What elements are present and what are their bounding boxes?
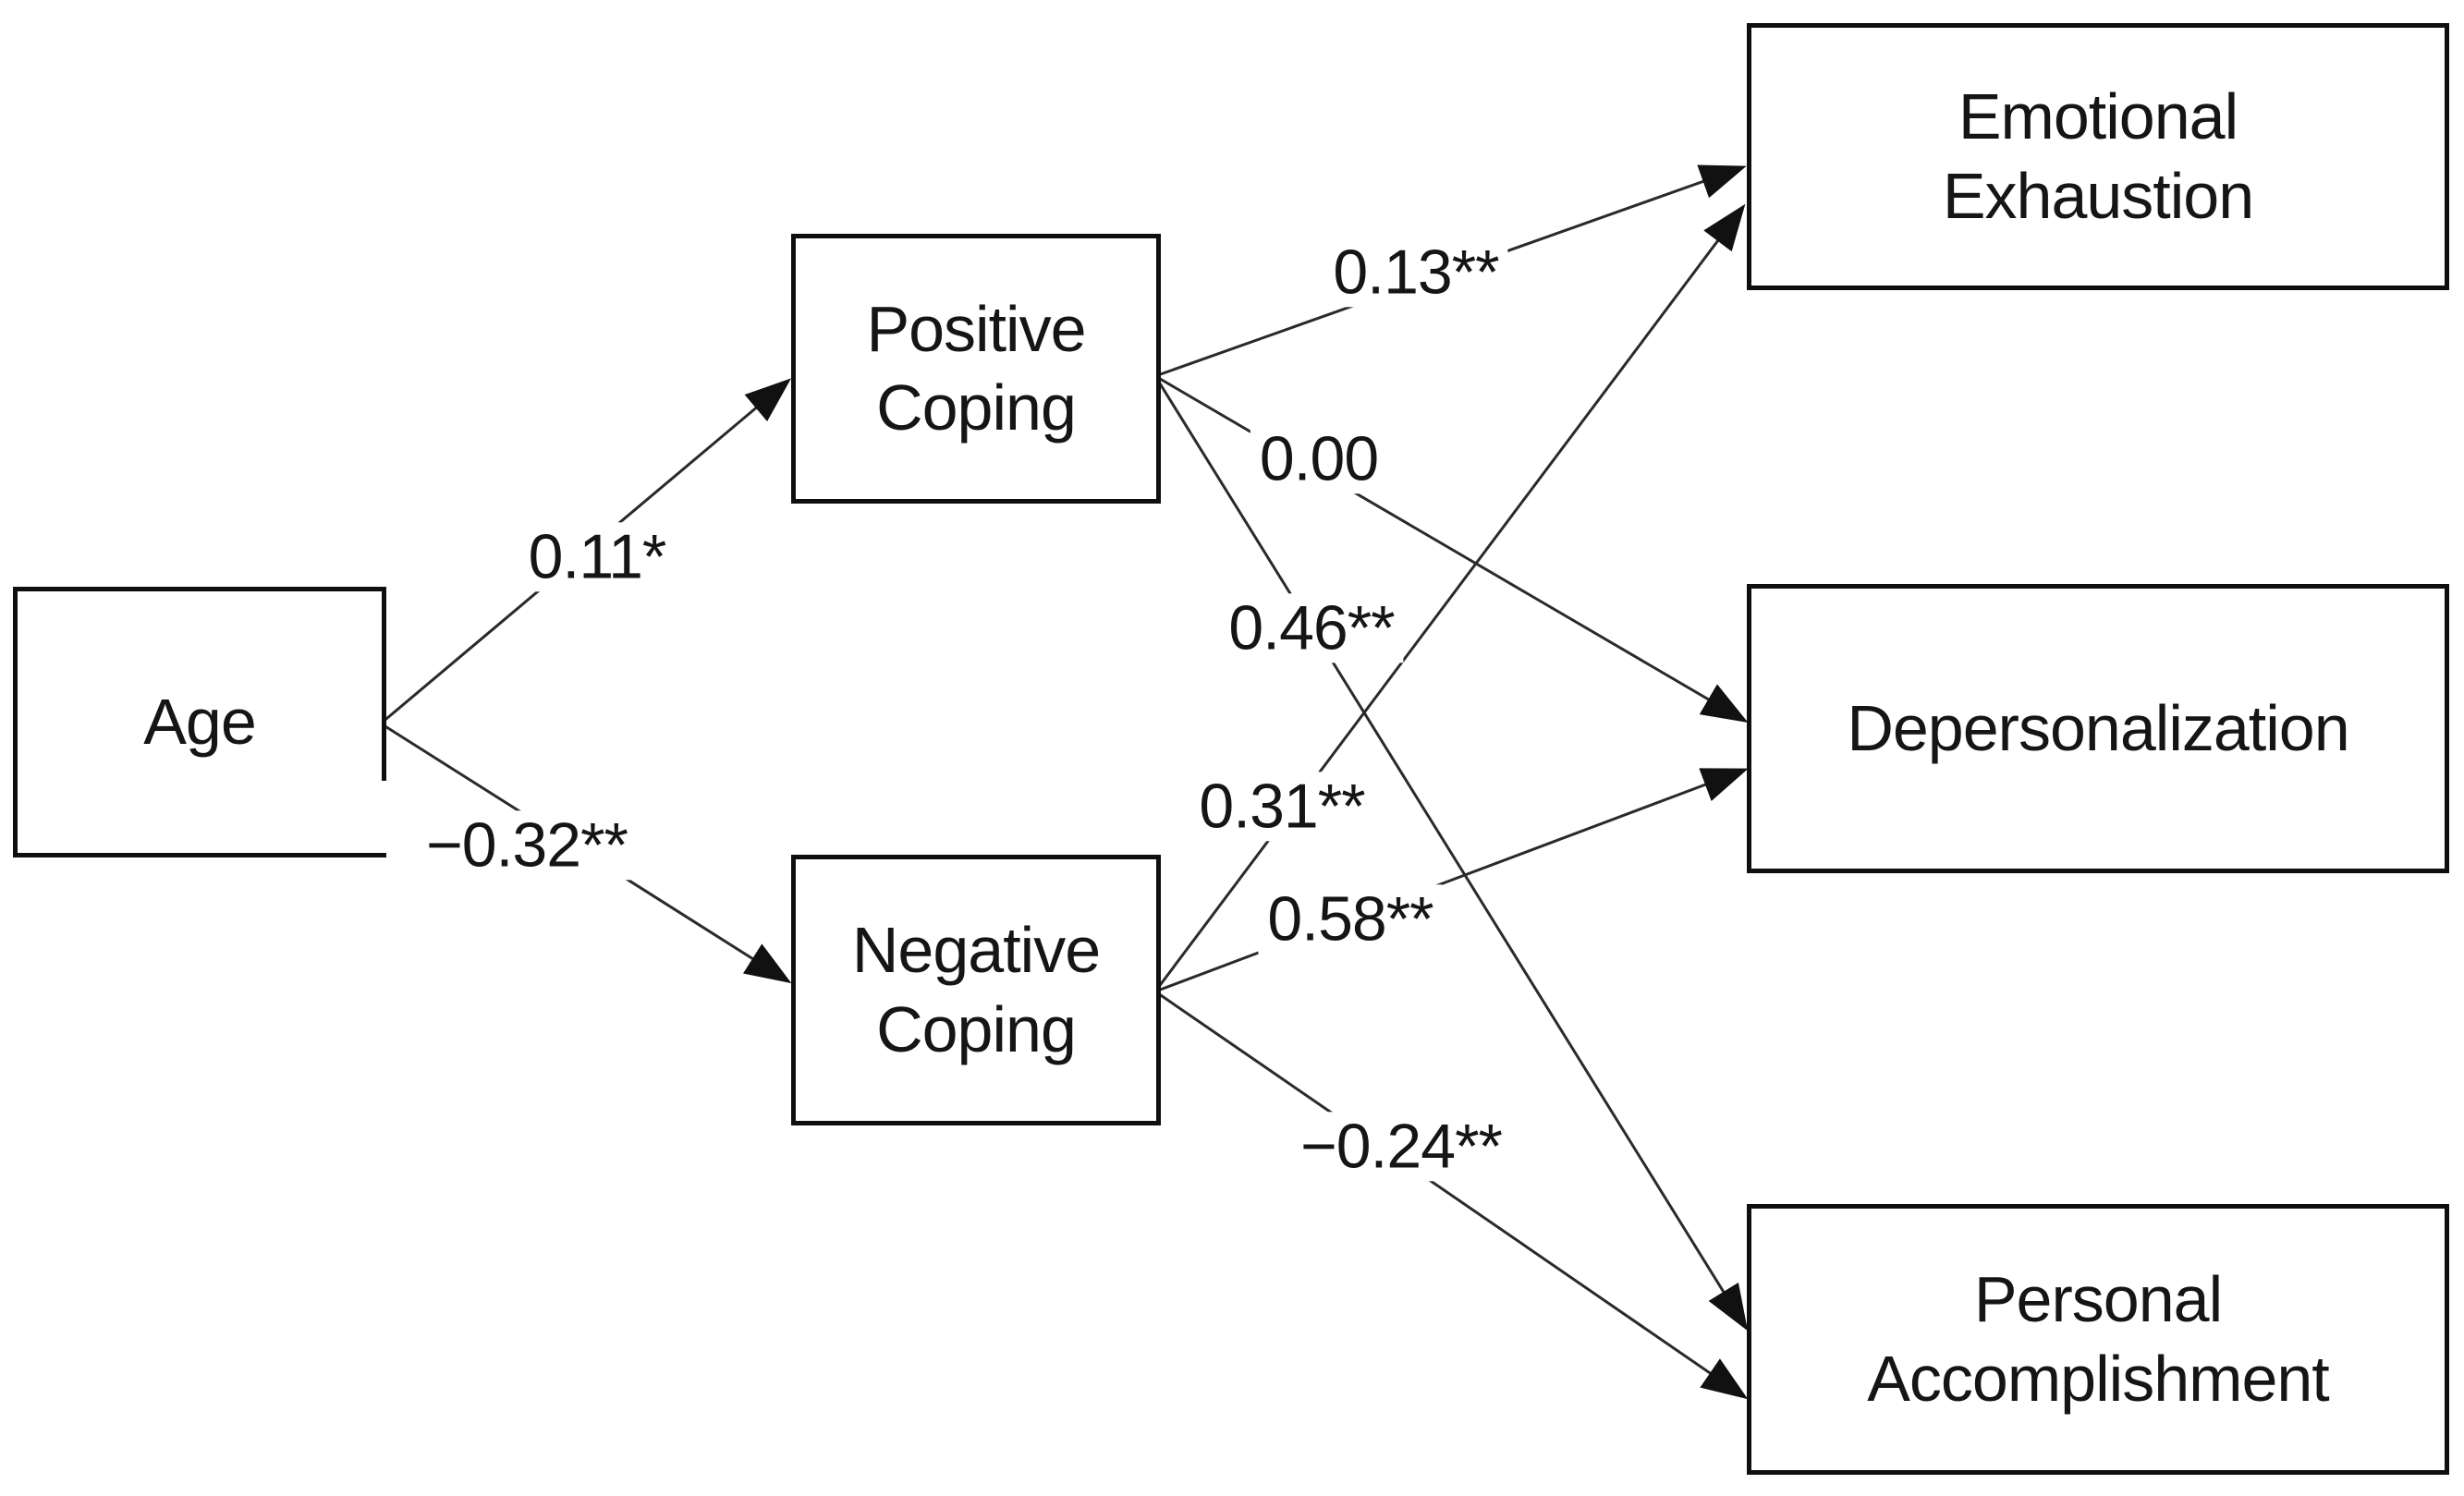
- arrow-positive-coping-to-personal-accomplishment: [1153, 375, 1749, 1332]
- arrow-positive-coping-to-depersonalization: [1154, 374, 1749, 724]
- coef-label-positive-coping-personal-accomplishment: 0.46**: [1219, 593, 1404, 663]
- node-emotional-exhaustion-label-line1: Emotional: [1958, 80, 2238, 153]
- coef-label-negative-coping-depersonalization: 0.58**: [1258, 884, 1443, 955]
- node-personal-accomplishment-label-line2: Accomplishment: [1867, 1342, 2330, 1415]
- coef-label-positive-coping-depersonalization: 0.00: [1250, 424, 1388, 494]
- node-depersonalization: Depersonalization: [1747, 584, 2449, 873]
- age-box-border-gap: [380, 781, 389, 853]
- node-personal-accomplishment-label-line1: Personal: [1973, 1263, 2223, 1336]
- coef-label-age-negative-coping: −0.32**: [417, 810, 637, 881]
- node-emotional-exhaustion: Emotional Exhaustion: [1747, 23, 2449, 290]
- coef-label-positive-coping-emotional-exhaustion: 0.13**: [1323, 237, 1508, 308]
- node-positive-coping-label-line1: Positive: [866, 292, 1086, 365]
- node-personal-accomplishment: Personal Accomplishment: [1747, 1204, 2449, 1475]
- node-depersonalization-label: Depersonalization: [1847, 691, 2349, 764]
- node-positive-coping: Positive Coping: [791, 234, 1161, 504]
- arrow-negative-coping-to-depersonalization: [1154, 768, 1749, 993]
- arrow-negative-coping-to-personal-accomplishment: [1154, 990, 1749, 1400]
- coef-label-negative-coping-emotional-exhaustion: 0.31**: [1189, 772, 1374, 842]
- node-negative-coping-label-line1: Negative: [851, 914, 1101, 987]
- node-emotional-exhaustion-label-line2: Exhaustion: [1942, 159, 2254, 232]
- coef-label-age-positive-coping: 0.11*: [518, 522, 676, 592]
- node-age: Age: [13, 587, 386, 857]
- node-positive-coping-label-line2: Coping: [876, 371, 1077, 444]
- node-negative-coping-label-line2: Coping: [876, 992, 1077, 1065]
- node-negative-coping: Negative Coping: [791, 855, 1161, 1125]
- arrow-negative-coping-to-emotional-exhaustion: [1153, 203, 1746, 992]
- node-age-label: Age: [143, 685, 257, 758]
- coef-label-negative-coping-personal-accomplishment: −0.24**: [1291, 1112, 1511, 1182]
